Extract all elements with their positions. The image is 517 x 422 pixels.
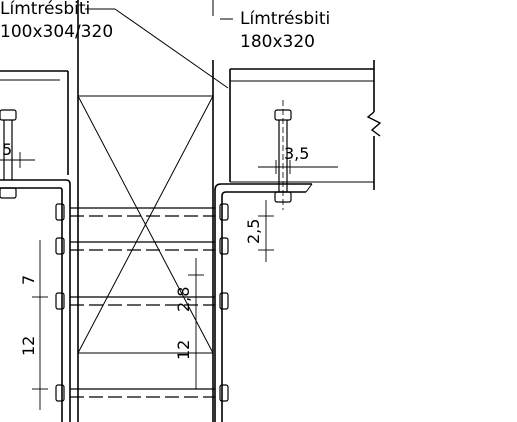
right-beam-vertical-bolt bbox=[274, 100, 292, 210]
dim-left-top: 5 bbox=[2, 140, 12, 159]
dim-center-lower: 12 bbox=[174, 340, 193, 360]
leader-lines bbox=[85, 0, 233, 89]
label-right-size: 180x320 bbox=[240, 32, 315, 52]
dimension-labels: 5 7 12 2,8 12 3,5 2,5 bbox=[2, 140, 309, 360]
left-steel-angle bbox=[0, 179, 71, 422]
dimension-lines bbox=[0, 152, 338, 410]
dim-left-mid-lower: 12 bbox=[19, 336, 38, 356]
label-left-title: Límtrésbiti bbox=[0, 0, 90, 19]
bolt-heads bbox=[55, 203, 229, 402]
label-left: Límtrésbiti 100x304/320 bbox=[0, 0, 113, 42]
dim-left-mid-upper: 7 bbox=[19, 275, 38, 285]
left-beam-vertical-bolt bbox=[0, 109, 17, 199]
right-glulam-beam bbox=[229, 60, 382, 190]
dim-right-horizontal: 3,5 bbox=[284, 144, 309, 163]
label-left-size: 100x304/320 bbox=[0, 22, 113, 42]
horizontal-bolts bbox=[70, 207, 215, 398]
center-column bbox=[77, 0, 214, 422]
dim-center-upper: 2,8 bbox=[174, 287, 193, 312]
dim-right-vertical: 2,5 bbox=[244, 219, 263, 244]
right-steel-angle bbox=[214, 183, 313, 422]
label-right: Límtrésbiti 180x320 bbox=[240, 9, 330, 52]
left-glulam-beam bbox=[0, 70, 69, 175]
label-right-title: Límtrésbiti bbox=[240, 9, 330, 29]
